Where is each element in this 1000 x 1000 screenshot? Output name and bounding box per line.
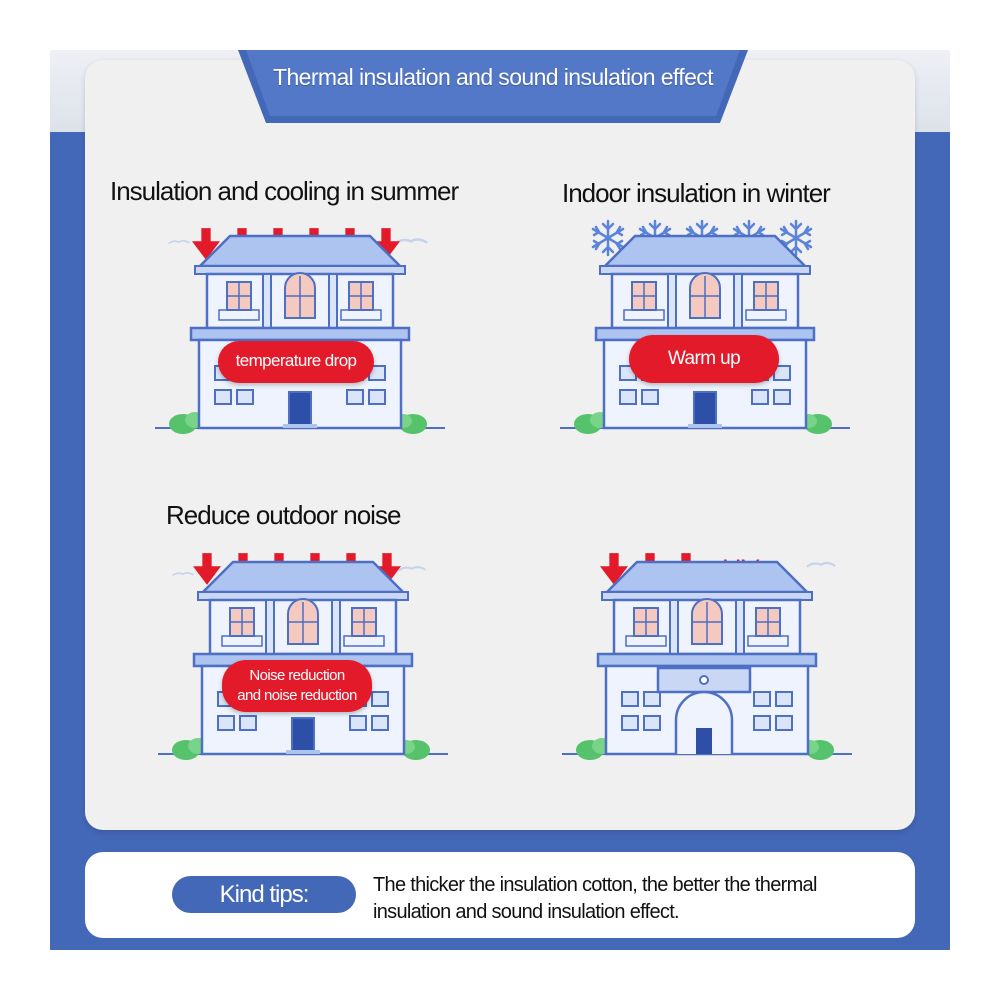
noise-title: Reduce outdoor noise	[166, 500, 401, 530]
tips-text-line1: The thicker the insulation cotton, the b…	[373, 874, 817, 896]
entrance-arch	[656, 666, 752, 754]
winter-title: Indoor insulation in winter	[562, 178, 831, 208]
noise-badge-line1: Noise reduction	[249, 667, 345, 684]
summer-title: Insulation and cooling in summer	[110, 176, 459, 206]
banner-shape	[238, 50, 748, 123]
noise-badge-line2: and noise reduction	[237, 687, 357, 704]
warm-up-badge: Warm up	[629, 335, 779, 383]
house-icon	[158, 522, 448, 762]
kind-tips-badge: Kind tips:	[172, 876, 356, 913]
title-banner: Thermal insulation and sound insulation …	[238, 50, 748, 123]
tips-text-line2: insulation and sound insulation effect.	[373, 901, 680, 923]
temperature-drop-badge: temperature drop	[218, 341, 374, 383]
page-title: Thermal insulation and sound insulation …	[273, 64, 714, 90]
noise-reduction-badge: Noise reduction and noise reduction	[222, 660, 372, 712]
tips-text: The thicker the insulation cotton, the b…	[373, 872, 913, 926]
house-icon	[155, 196, 445, 436]
house-icon	[560, 196, 850, 436]
